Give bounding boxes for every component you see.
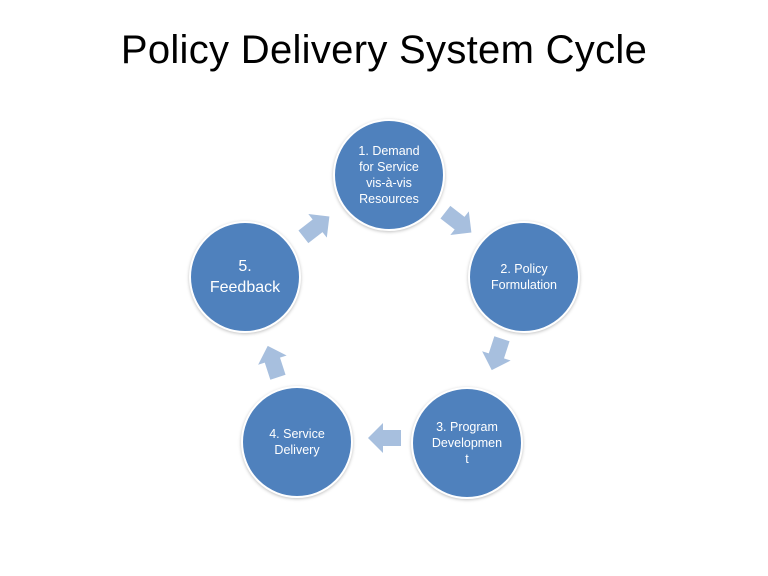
- cycle-node-feedback: 5. Feedback: [189, 221, 301, 333]
- cycle-node-program-development: 3. Program Developmen t: [411, 387, 523, 499]
- cycle-node-policy-formulation: 2. Policy Formulation: [468, 221, 580, 333]
- arrow-3-to-4: [368, 423, 401, 453]
- slide-title: Policy Delivery System Cycle: [120, 28, 648, 72]
- cycle-node-label: 5. Feedback: [209, 258, 281, 296]
- arrow-4-to-5: [258, 345, 287, 380]
- arrow-2-to-3: [482, 336, 511, 371]
- cycle-node-demand: 1. Demand for Service vis-à-vis Resource…: [333, 119, 445, 231]
- cycle-node-label: 2. Policy Formulation: [491, 262, 557, 292]
- cycle-node-label: 4. Service Delivery: [269, 427, 325, 457]
- arrow-1-to-2: [440, 205, 472, 236]
- arrow-5-to-1: [298, 213, 330, 244]
- cycle-node-label: 1. Demand for Service vis-à-vis Resource…: [358, 144, 420, 206]
- cycle-node-label: 3. Program Developmen t: [431, 420, 503, 466]
- cycle-node-service-delivery: 4. Service Delivery: [241, 386, 353, 498]
